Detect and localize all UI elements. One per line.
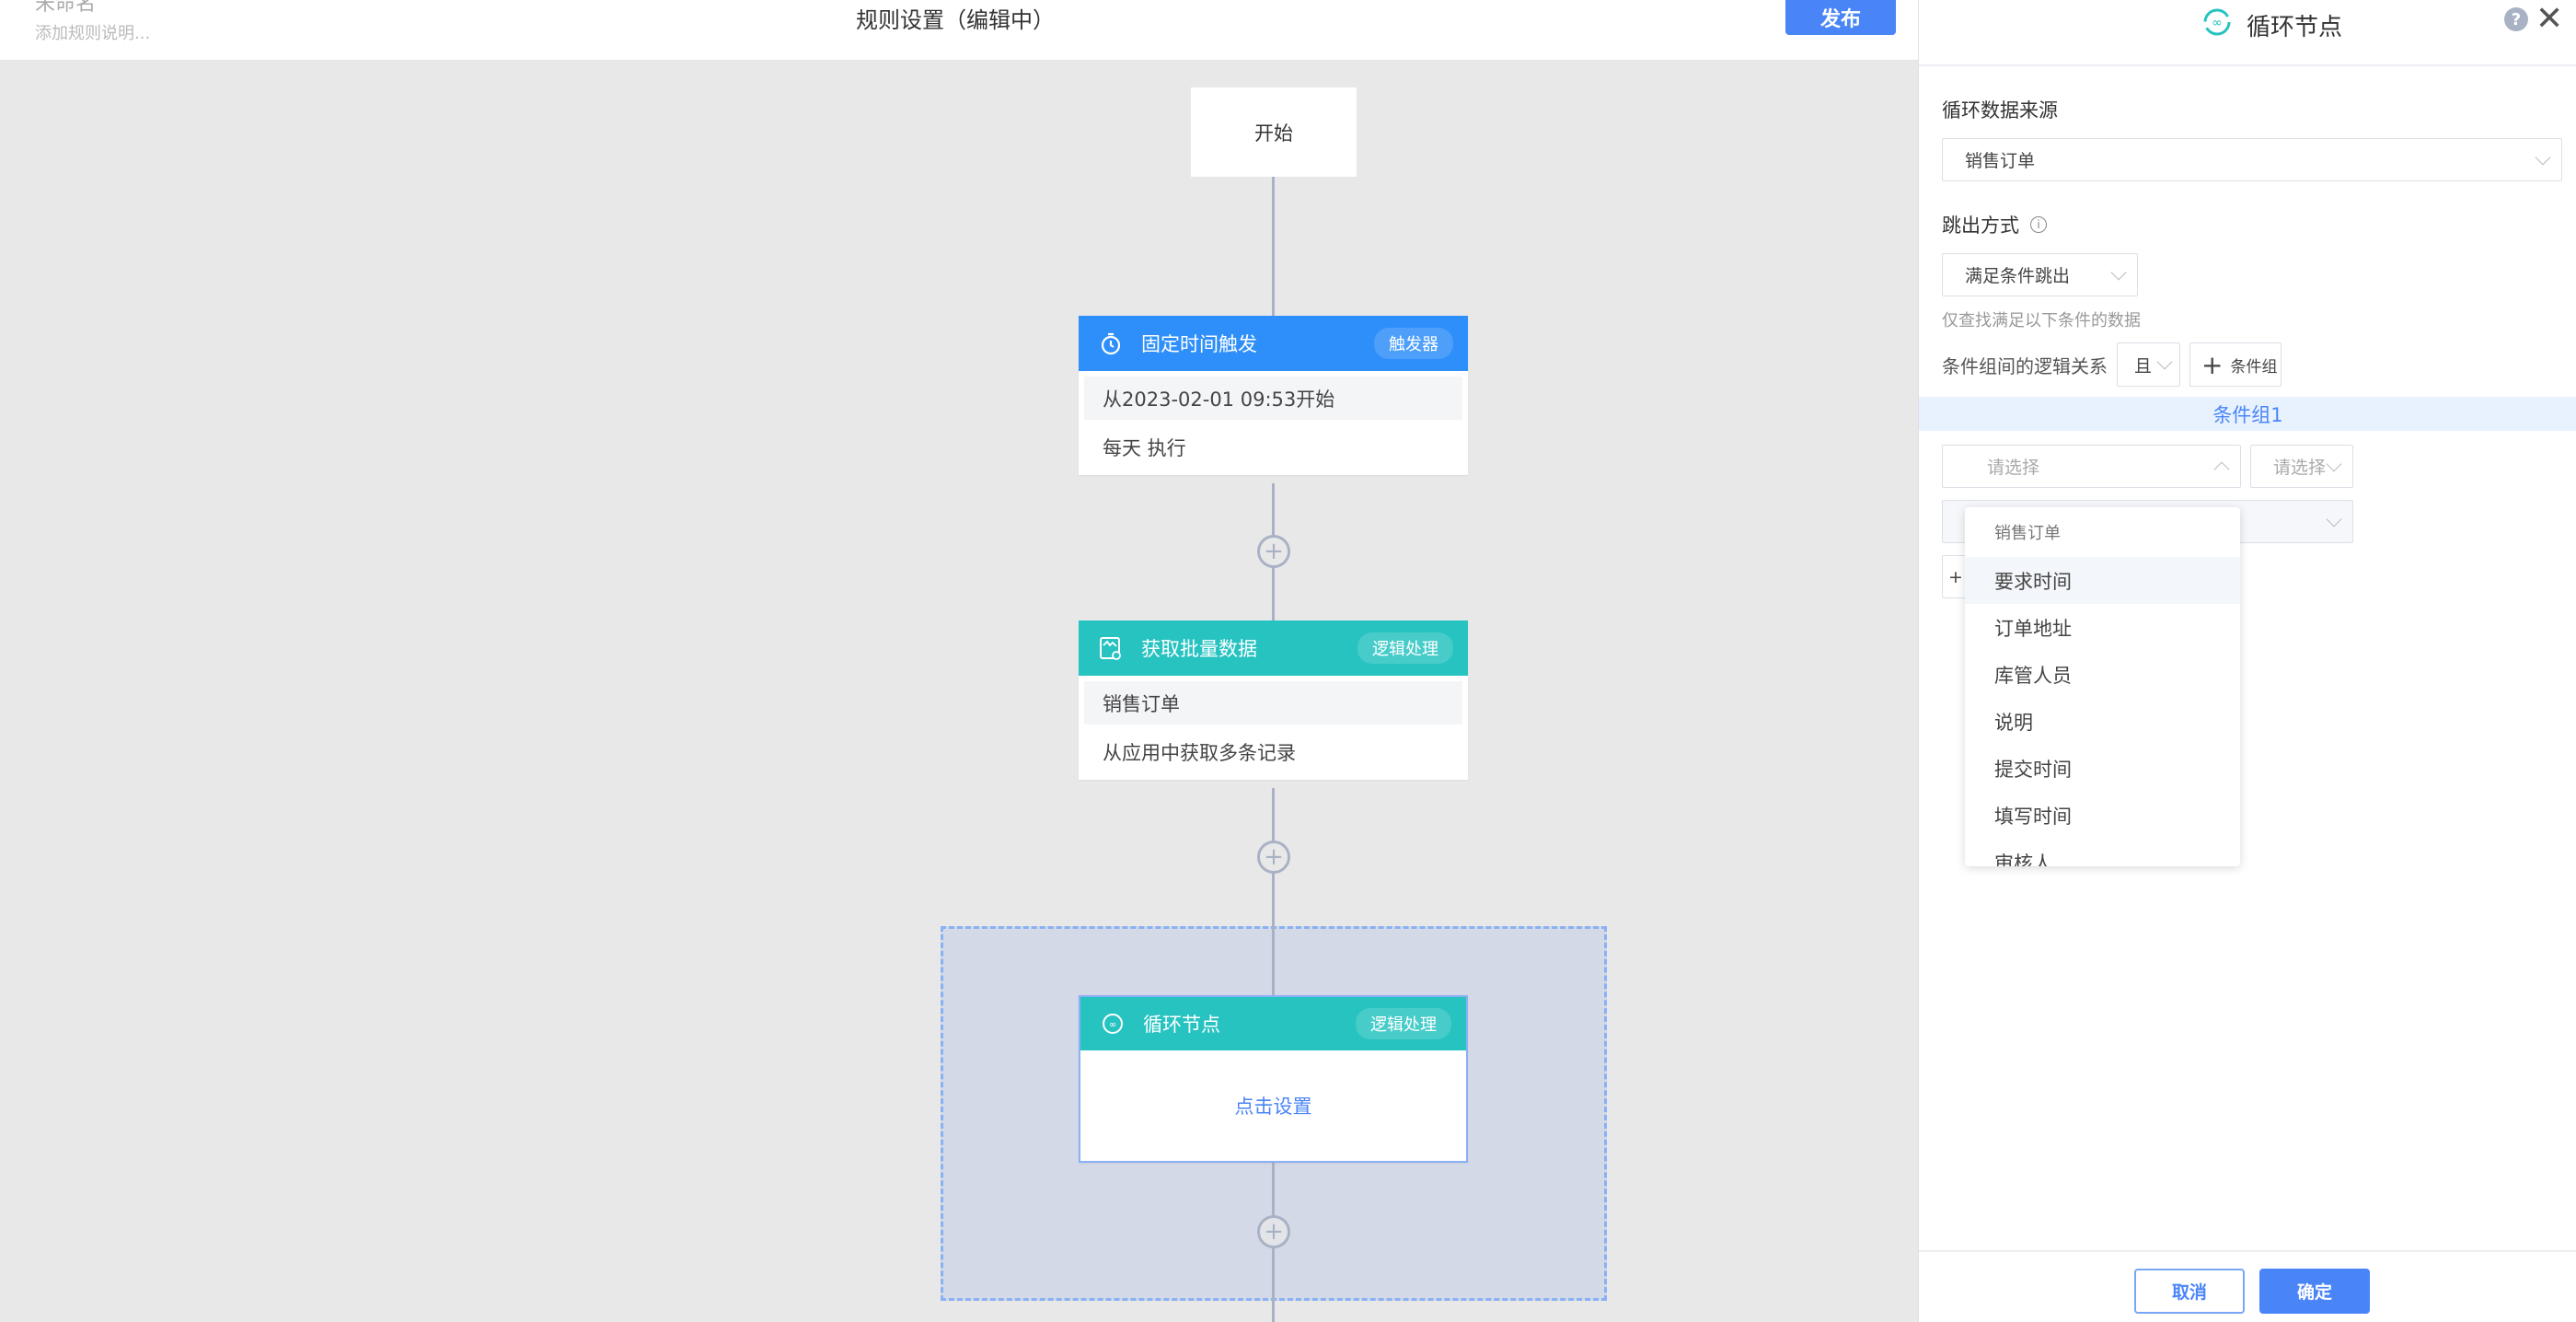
logic-select[interactable]: 且 xyxy=(2117,342,2180,387)
add-node-button[interactable]: + xyxy=(1257,1215,1290,1248)
footer-divider xyxy=(1919,1250,2576,1252)
add-node-button[interactable]: + xyxy=(1257,535,1290,568)
connector xyxy=(1272,177,1275,316)
plus-icon: + xyxy=(1948,566,1963,587)
plus-circle-icon: + xyxy=(1264,538,1284,565)
exit-label: 跳出方式 xyxy=(1942,215,2019,237)
configure-link[interactable]: 点击设置 xyxy=(1234,1096,1312,1118)
node-detail: 从2023-02-01 09:53开始 xyxy=(1084,377,1462,420)
chevron-down-icon xyxy=(2326,456,2342,471)
plus-icon: + xyxy=(2201,349,2224,380)
page-title: 规则设置（编辑中） xyxy=(856,7,1055,33)
exit-mode-select[interactable]: 满足条件跳出 xyxy=(1942,253,2138,296)
node-detail: 从应用中获取多条记录 xyxy=(1103,742,1296,764)
condition-group-title: 条件组1 xyxy=(1919,397,2576,431)
source-value: 销售订单 xyxy=(1965,151,2036,171)
loop-settings-panel: ∞ 循环节点 ? ✕ 循环数据来源 销售订单 跳出方式 i 满足条件跳出 仅查找… xyxy=(1918,0,2576,1322)
dropdown-item[interactable]: 说明 xyxy=(1994,711,2033,734)
timer-icon xyxy=(1099,331,1123,355)
loop-icon: ∞ xyxy=(2201,6,2234,45)
data-fetch-icon xyxy=(1099,636,1123,660)
source-label: 循环数据来源 xyxy=(1942,99,2058,122)
field-placeholder: 请选择 xyxy=(1987,458,2040,478)
operator-select[interactable]: 请选择 xyxy=(2250,445,2353,488)
rule-name[interactable]: 未命名 xyxy=(35,0,97,16)
chevron-down-icon xyxy=(2156,354,2173,370)
chevron-down-icon xyxy=(2326,511,2342,527)
node-title: 固定时间触发 xyxy=(1141,333,1257,355)
add-node-button[interactable]: + xyxy=(1257,841,1290,874)
node-title: 循环节点 xyxy=(1143,1014,1220,1036)
node-type-badge: 触发器 xyxy=(1374,328,1453,359)
add-group-button[interactable]: + 条件组 xyxy=(2189,342,2281,387)
loop-node[interactable]: ∞ 循环节点 逻辑处理 点击设置 xyxy=(1079,995,1468,1163)
cancel-button[interactable]: 取消 xyxy=(2134,1269,2245,1314)
node-detail: 每天 执行 xyxy=(1103,437,1186,459)
chevron-down-icon xyxy=(2110,264,2127,280)
rule-description-input[interactable]: 添加规则说明... xyxy=(35,24,151,43)
dropdown-item[interactable]: 要求时间 xyxy=(1965,557,2240,604)
logic-label: 条件组间的逻辑关系 xyxy=(1942,355,2108,377)
dropdown-item[interactable]: 填写时间 xyxy=(1994,805,2072,828)
field-dropdown-menu: 销售订单 要求时间 订单地址 库管人员 说明 提交时间 填写时间 审核人 xyxy=(1965,507,2240,866)
chevron-down-icon xyxy=(2535,149,2551,165)
add-group-label: 条件组 xyxy=(2230,357,2278,377)
dropdown-item[interactable]: 审核人 xyxy=(1994,852,2052,867)
close-icon[interactable]: ✕ xyxy=(2536,0,2564,38)
plus-circle-icon: + xyxy=(1264,1218,1284,1246)
loop-icon: ∞ xyxy=(1101,1012,1125,1036)
publish-button[interactable]: 发布 xyxy=(1785,0,1896,35)
exit-mode-value: 满足条件跳出 xyxy=(1965,266,2071,286)
node-detail: 销售订单 xyxy=(1084,681,1462,725)
chevron-up-icon xyxy=(2213,461,2230,477)
info-icon[interactable]: i xyxy=(2030,216,2047,233)
field-select[interactable]: 请选择 xyxy=(1942,445,2241,488)
dropdown-item[interactable]: 提交时间 xyxy=(1994,758,2072,781)
node-type-badge: 逻辑处理 xyxy=(1357,632,1453,664)
panel-title: 循环节点 xyxy=(2247,14,2343,41)
start-node[interactable]: 开始 xyxy=(1191,87,1357,177)
logic-value: 且 xyxy=(2134,355,2153,377)
operator-placeholder: 请选择 xyxy=(2273,458,2327,478)
fetch-data-node[interactable]: 获取批量数据 逻辑处理 销售订单 从应用中获取多条记录 xyxy=(1079,620,1468,780)
panel-header: ∞ 循环节点 ? ✕ xyxy=(1919,0,2576,66)
plus-circle-icon: + xyxy=(1264,843,1284,871)
confirm-button[interactable]: 确定 xyxy=(2259,1269,2370,1314)
hint-text: 仅查找满足以下条件的数据 xyxy=(1942,311,2141,330)
dropdown-item[interactable]: 库管人员 xyxy=(1994,664,2072,687)
dropdown-item[interactable]: 订单地址 xyxy=(1994,617,2072,640)
source-select[interactable]: 销售订单 xyxy=(1942,138,2562,181)
node-type-badge: 逻辑处理 xyxy=(1356,1008,1451,1039)
svg-text:∞: ∞ xyxy=(2212,16,2223,30)
svg-text:∞: ∞ xyxy=(1109,1020,1116,1030)
node-title: 获取批量数据 xyxy=(1141,638,1257,660)
help-icon[interactable]: ? xyxy=(2504,7,2528,31)
top-header: 未命名 添加规则说明... 规则设置（编辑中） 发布 xyxy=(0,0,1918,61)
trigger-node[interactable]: 固定时间触发 触发器 从2023-02-01 09:53开始 每天 执行 xyxy=(1079,316,1468,475)
dropdown-group-label: 销售订单 xyxy=(1994,524,2061,543)
